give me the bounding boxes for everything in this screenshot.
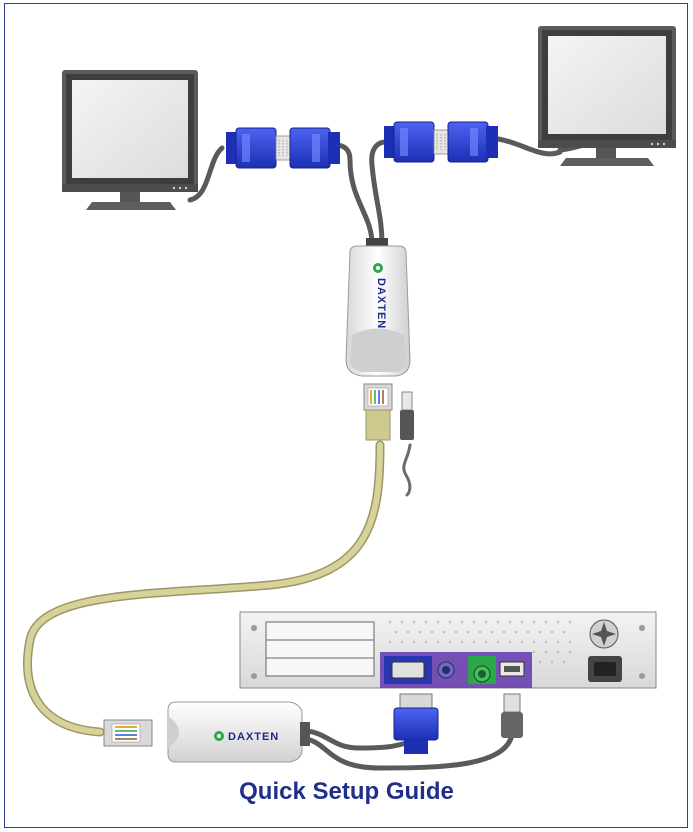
remote-unit: DAXTEN <box>345 238 414 441</box>
vga-cable-right-segment <box>487 135 563 157</box>
vga-cable-left-monitor <box>187 145 225 203</box>
monitor-left <box>62 70 198 210</box>
y-cable-left <box>332 142 375 247</box>
monitor-right <box>538 26 676 166</box>
vga-connector-pair-left <box>226 127 340 169</box>
vent-grid <box>388 620 572 664</box>
vga-cable-local <box>297 727 413 751</box>
vga-connector-pair-right <box>384 121 498 163</box>
brand-label-remote: DAXTEN <box>375 278 387 329</box>
figure-caption: Quick Setup Guide <box>239 778 454 805</box>
vga-connector-pc <box>393 693 439 754</box>
computer-back-panel <box>239 611 657 689</box>
y-cable-right <box>369 139 389 247</box>
usb-plug <box>501 693 523 738</box>
usb-cable-local <box>297 732 515 771</box>
figure-border <box>4 3 688 828</box>
local-unit: DAXTEN <box>103 701 310 763</box>
brand-label-local: DAXTEN <box>228 731 279 743</box>
power-cable-remote <box>402 443 412 497</box>
